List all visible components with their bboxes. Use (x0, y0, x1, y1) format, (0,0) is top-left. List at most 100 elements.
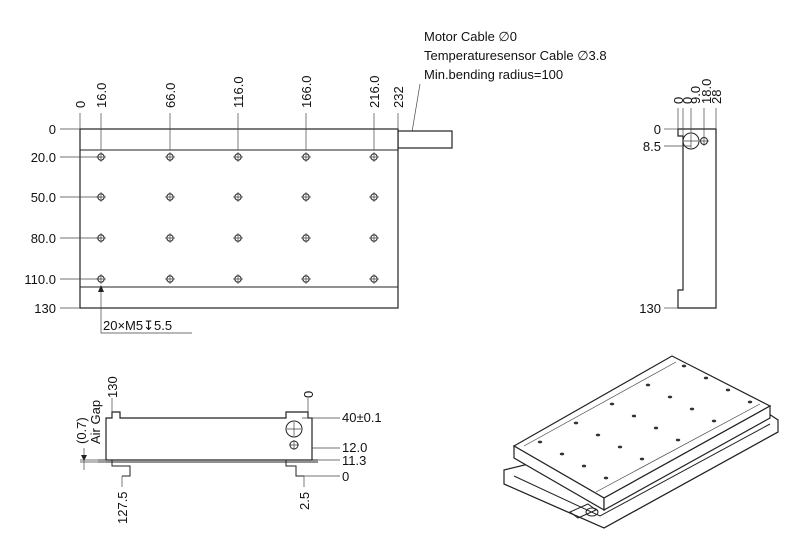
y-extension-lines (60, 128, 101, 309)
iso-hole (581, 464, 587, 468)
air-gap-arrow (81, 455, 87, 461)
dim-40: 40±0.1 (342, 410, 382, 425)
side-x-extension-lines (677, 108, 717, 137)
side-x-dim-0b: 0 (680, 97, 695, 104)
front-motor-cable-center (287, 422, 301, 436)
dim-11-3: 11.3 (342, 453, 366, 468)
dim-12: 12.0 (342, 440, 367, 455)
top-x-dim-116: 116.0 (231, 76, 246, 108)
top-x-dim-66: 66.0 (163, 83, 178, 108)
mounting-hole-center (369, 274, 379, 284)
side-y-extension-lines (664, 128, 691, 309)
mounting-hole-center (165, 233, 175, 243)
mounting-hole-center (96, 192, 106, 202)
cable-leader-line (411, 83, 421, 133)
top-x-dim-216: 216.0 (367, 75, 382, 108)
iso-strip-2 (595, 403, 761, 493)
bending-radius-note: Min.bending radius=100 (424, 67, 563, 82)
top-y-dim-80: 80.0 (31, 231, 56, 246)
hole-callout-leader (100, 287, 192, 334)
side-y-dim-0: 0 (654, 122, 661, 137)
top-x-dim-232: 232 (391, 86, 406, 108)
mounting-hole-center (301, 274, 311, 284)
iso-hole (595, 433, 601, 437)
top-y-dim-50: 50.0 (31, 190, 56, 205)
front-base-left (111, 460, 131, 477)
dim-0: 0 (342, 469, 349, 484)
side-view: 0 0 9.0 18.0 28 0 8.5 130 (639, 79, 724, 316)
cable-notes: Motor Cable ∅0 Temperaturesensor Cable ∅… (411, 29, 607, 133)
iso-cable-circle (585, 507, 599, 517)
cable-stub (397, 130, 453, 149)
iso-hole (631, 414, 637, 418)
iso-hole (689, 407, 695, 411)
iso-hole (681, 364, 687, 368)
dim-2-5: 2.5 (297, 492, 312, 510)
air-gap-value: (0.7) (74, 417, 89, 444)
dim-127-5: 127.5 (115, 491, 130, 524)
mounting-hole-center (301, 152, 311, 162)
sensor-cable-center (699, 136, 709, 146)
iso-hole (609, 402, 615, 406)
mounting-hole-center (233, 233, 243, 243)
front-base-right (285, 460, 304, 477)
mounting-hole-center (369, 152, 379, 162)
x-extension-lines (79, 113, 399, 150)
isometric-view (503, 355, 779, 529)
top-x-dim-16: 16.0 (94, 83, 109, 108)
top-y-dim-20: 20.0 (31, 150, 56, 165)
iso-cable-end (569, 503, 597, 519)
iso-base-groove (513, 423, 771, 517)
mounting-hole-center (233, 192, 243, 202)
front-view-body (105, 411, 313, 461)
motor-cable-note: Motor Cable ∅0 (424, 29, 517, 44)
front-view: 130 (0.7) Air Gap 0 40±0.1 12.0 11.3 0 1… (74, 376, 382, 524)
top-x-dim-166: 166.0 (299, 75, 314, 108)
air-gap-label: Air Gap (88, 400, 103, 444)
top-view: 0 16.0 66.0 116.0 166.0 216.0 232 0 20.0… (24, 75, 453, 334)
top-y-dim-130: 130 (34, 301, 56, 316)
iso-hole (667, 395, 673, 399)
iso-right-face (603, 404, 771, 512)
iso-hole (725, 388, 731, 392)
iso-hole (573, 421, 579, 425)
iso-base-bottom (503, 431, 779, 529)
front-top-left-dim: 130 (105, 376, 120, 398)
mounting-hole-center (96, 233, 106, 243)
front-sensor-cable-center (289, 440, 299, 450)
temp-cable-note: Temperaturesensor Cable ∅3.8 (424, 48, 607, 63)
mounting-hole-center (96, 152, 106, 162)
mounting-hole-center (165, 152, 175, 162)
mounting-hole-center (165, 274, 175, 284)
mounting-hole-center (369, 192, 379, 202)
iso-hole (603, 476, 609, 480)
top-view-body (79, 128, 399, 309)
mounting-hole-center (369, 233, 379, 243)
mounting-hole-center (233, 152, 243, 162)
iso-hole (711, 419, 717, 423)
side-view-body (677, 128, 717, 309)
iso-hole (537, 440, 543, 444)
side-y-dim-130: 130 (639, 301, 661, 316)
iso-hole (653, 426, 659, 430)
hole-callout-arrow (98, 285, 104, 292)
iso-holes (537, 364, 753, 480)
top-y-dim-110: 110.0 (24, 272, 56, 287)
mounting-holes (96, 152, 379, 284)
mounting-hole-center (301, 192, 311, 202)
side-x-dim-18: 18.0 (699, 79, 714, 104)
side-x-dim-28: 28 (709, 90, 724, 104)
iso-hole (747, 400, 753, 404)
iso-hole (703, 376, 709, 380)
side-x-dim-0a: 0 (671, 97, 686, 104)
iso-hole (617, 445, 623, 449)
mounting-hole-center (301, 233, 311, 243)
air-gap-ext-lines (80, 459, 106, 463)
top-x-dim-0: 0 (73, 101, 88, 108)
mounting-hole-center (165, 192, 175, 202)
front-top-right-dim: 0 (301, 391, 316, 398)
top-y-dim-0: 0 (49, 122, 56, 137)
side-x-dim-9: 9.0 (688, 86, 703, 104)
iso-hole (675, 438, 681, 442)
